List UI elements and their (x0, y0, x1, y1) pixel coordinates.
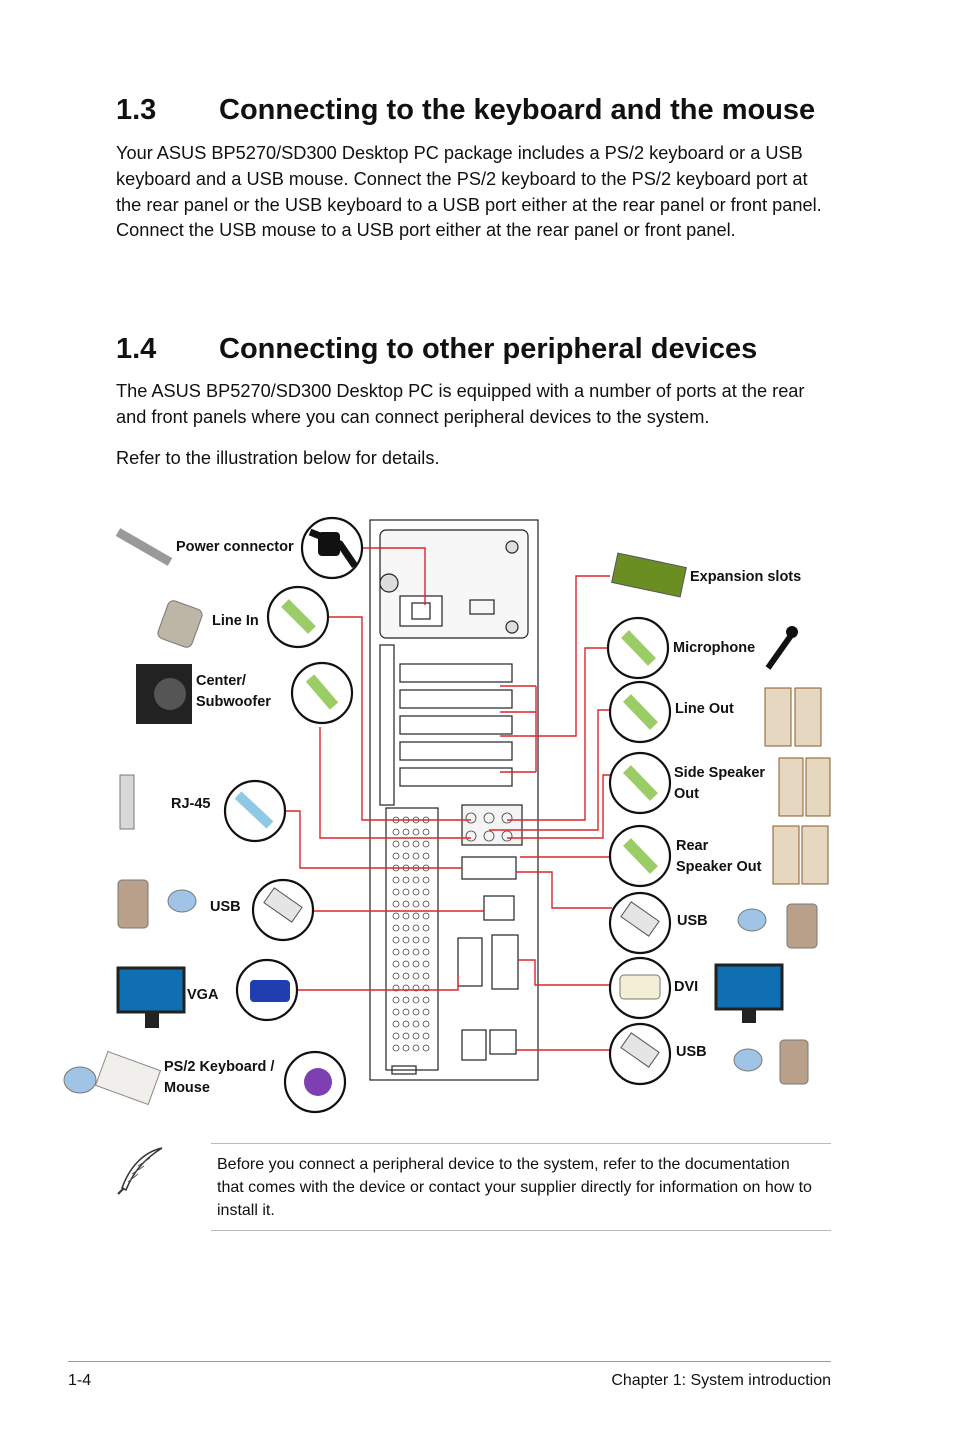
section-1-4-heading: 1.4 Connecting to other peripheral device… (116, 333, 757, 366)
audio-player-icon (157, 600, 203, 648)
mouse-icon (63, 1066, 97, 1094)
label-vga: VGA (187, 987, 219, 1003)
usb-mouse-icon (733, 1048, 763, 1072)
power-strip-icon (115, 528, 173, 566)
label-usb-right: USB (677, 913, 708, 929)
label-side-speaker-out: Side Speaker Out (674, 763, 765, 805)
page-number: 1-4 (68, 1372, 92, 1389)
monitor-icon (714, 963, 784, 1023)
callout-circles (223, 516, 672, 1114)
pda-icon (117, 879, 149, 929)
label-rj45: RJ-45 (171, 796, 211, 812)
pc-rear-chassis (369, 519, 539, 1081)
label-line-1: Center/ (196, 673, 246, 689)
label-expansion-slots: Expansion slots (690, 569, 802, 585)
section-1-4-refer: Refer to the illustration below for deta… (116, 448, 440, 468)
modem-icon (119, 774, 135, 830)
pda-icon (786, 903, 818, 949)
label-line-1: Side Speaker (674, 765, 766, 781)
label-microphone: Microphone (673, 640, 756, 656)
footer-divider (68, 1361, 831, 1362)
usb-mouse-icon (737, 908, 767, 932)
keyboard-icon (94, 1050, 162, 1106)
monitor-icon (116, 966, 186, 1028)
rear-panel-diagram (63, 516, 831, 1114)
section-number: 1.4 (116, 333, 157, 365)
label-line-1: Rear (676, 838, 709, 854)
note-box: Before you connect a peripheral device t… (211, 1143, 831, 1231)
label-line-in: Line In (212, 613, 259, 629)
label-line-2: Subwoofer (196, 694, 271, 710)
vga-plug-icon (250, 980, 290, 1002)
section-title: Connecting to other peripheral devices (219, 333, 758, 365)
section-title: Connecting to the keyboard and the mouse (219, 94, 816, 126)
label-usb-left: USB (210, 899, 241, 915)
label-line-2: Mouse (164, 1080, 210, 1096)
leader-lines (285, 547, 612, 1051)
usb-mouse-icon (167, 889, 197, 913)
label-line-1: PS/2 Keyboard / (164, 1059, 275, 1075)
section-1-3-body: Your ASUS BP5270/SD300 Desktop PC packag… (116, 143, 822, 241)
vent-holes (392, 812, 513, 1052)
section-number: 1.3 (116, 94, 157, 126)
label-usb-right-bottom: USB (676, 1044, 707, 1060)
chapter-title: Chapter 1: System introduction (611, 1372, 831, 1389)
expansion-card-icon (611, 552, 687, 598)
pda-icon (779, 1039, 809, 1085)
label-line-2: Out (674, 786, 699, 802)
dvi-plug-icon (619, 974, 661, 1000)
label-line-out: Line Out (675, 701, 734, 717)
power-cord-icon (308, 528, 358, 568)
label-line-2: Speaker Out (676, 859, 762, 875)
subwoofer-icon (136, 664, 192, 724)
speakers-icon (764, 687, 831, 885)
ps2-plug-icon (304, 1068, 332, 1096)
label-dvi: DVI (674, 979, 699, 995)
usb-plug-icons (263, 887, 660, 1068)
device-illustrations (63, 528, 831, 1106)
label-center-subwoofer: Center/ Subwoofer (196, 671, 271, 713)
label-ps2: PS/2 Keyboard / Mouse (164, 1057, 274, 1099)
audio-plug-icons (281, 599, 658, 874)
section-1-3-heading: 1.3 Connecting to the keyboard and the mo… (116, 94, 815, 127)
section-1-4-body: The ASUS BP5270/SD300 Desktop PC is equi… (116, 381, 805, 427)
rj45-plug-icon (234, 791, 274, 829)
quill-pen-icon (117, 1147, 163, 1195)
note-text: Before you connect a peripheral device t… (217, 1156, 812, 1219)
label-power-connector: Power connector (176, 539, 294, 555)
microphone-icon (765, 626, 798, 670)
label-rear-speaker-out: Rear Speaker Out (676, 836, 761, 878)
